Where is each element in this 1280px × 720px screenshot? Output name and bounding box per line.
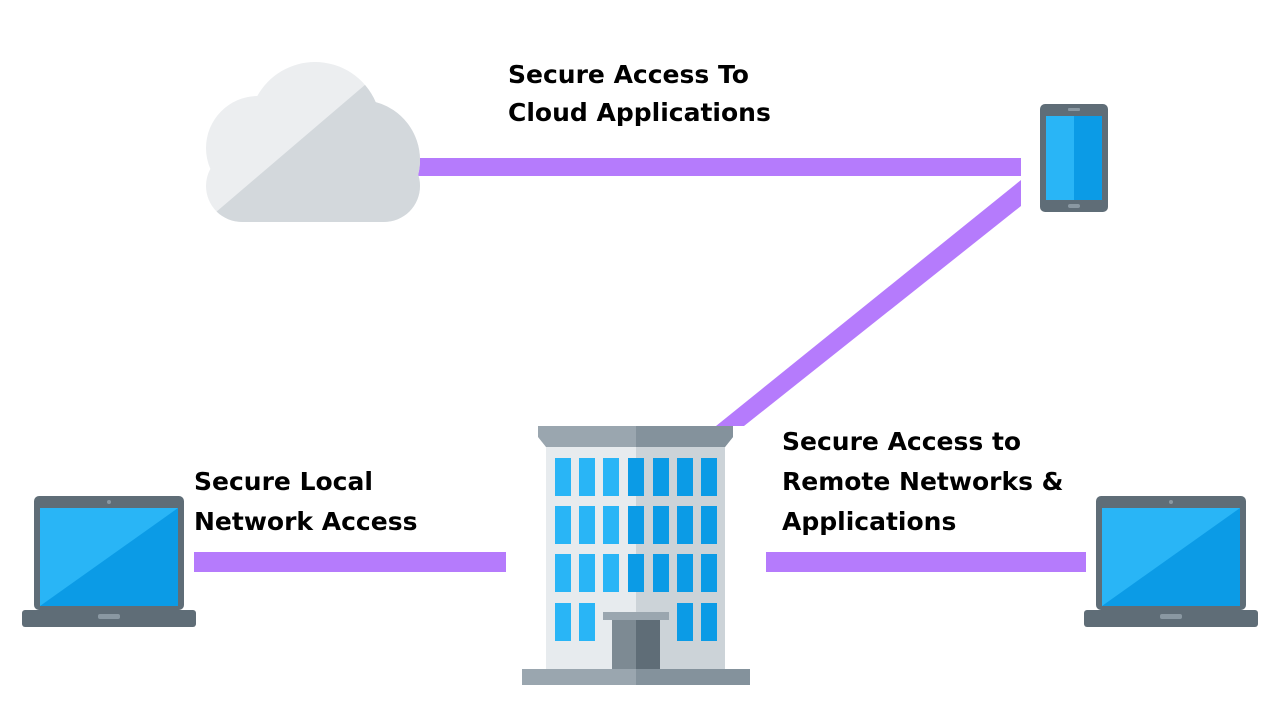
label-line: Secure Access to [782, 427, 1022, 456]
building-window [555, 458, 571, 496]
connector-building-to-remote-laptop [766, 552, 1086, 572]
building-window [555, 603, 571, 641]
building-window [628, 554, 644, 592]
label-line: Applications [782, 507, 957, 536]
tablet-icon [1040, 104, 1108, 212]
cloud-icon [206, 62, 420, 222]
label-line: Remote Networks & [782, 467, 1064, 496]
connector-building-to-tablet [716, 180, 1021, 426]
building-window [628, 506, 644, 544]
building-window [603, 506, 619, 544]
label-line: Network Access [194, 507, 418, 536]
laptop-icon [22, 496, 196, 627]
building-window [653, 458, 669, 496]
building-window [653, 506, 669, 544]
laptop-icon [1084, 496, 1258, 627]
label-local-access: Secure Local Network Access [194, 462, 417, 542]
building-window [701, 554, 717, 592]
building-window [579, 554, 595, 592]
connectors [194, 158, 1086, 572]
building-window [579, 603, 595, 641]
connector-local-laptop-to-building [194, 552, 506, 572]
office-building-icon [522, 426, 750, 685]
building-window [579, 458, 595, 496]
building-window [701, 506, 717, 544]
building-window [628, 458, 644, 496]
building-window [603, 458, 619, 496]
connector-cloud-to-tablet [418, 158, 1021, 176]
building-window [701, 458, 717, 496]
label-line: Secure Local [194, 467, 373, 496]
building-window [555, 554, 571, 592]
label-line: Secure Access To [508, 60, 749, 89]
building-window [677, 554, 693, 592]
label-line: Cloud Applications [508, 98, 771, 127]
label-cloud-access: Secure Access To Cloud Applications [508, 56, 771, 132]
building-window [579, 506, 595, 544]
building-window [677, 506, 693, 544]
label-remote-access: Secure Access to Remote Networks & Appli… [782, 422, 1063, 542]
building-window [701, 603, 717, 641]
building-window [677, 603, 693, 641]
building-window [677, 458, 693, 496]
building-window [555, 506, 571, 544]
building-window [653, 554, 669, 592]
building-window [603, 554, 619, 592]
